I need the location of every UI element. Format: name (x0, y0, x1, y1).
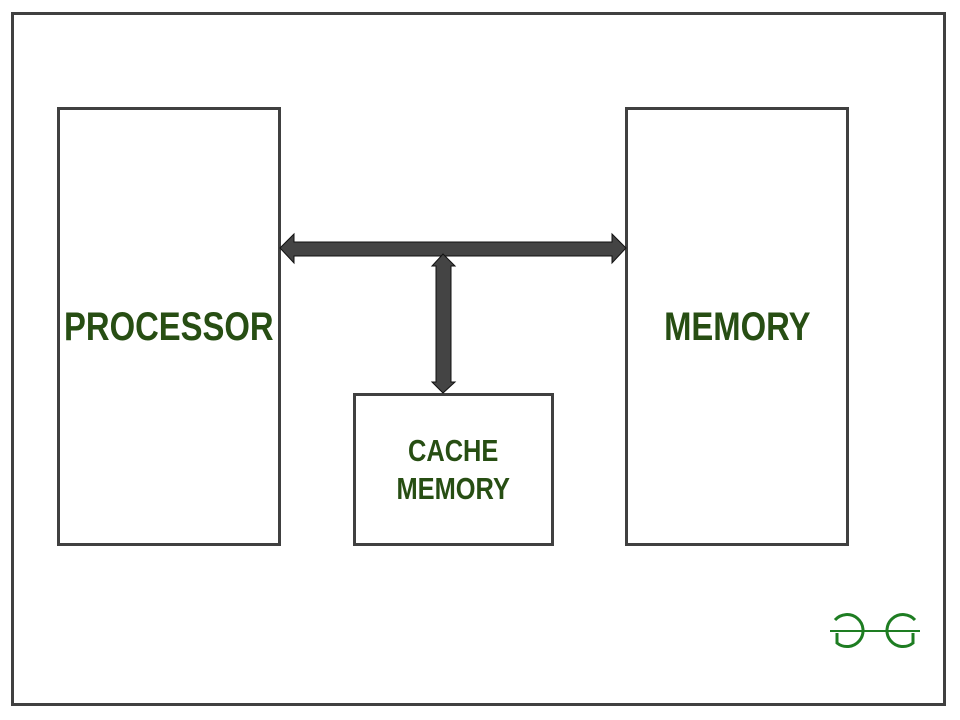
cache-memory-box: CACHE MEMORY (353, 393, 554, 546)
memory-label: MEMORY (663, 304, 811, 349)
processor-box: PROCESSOR (57, 107, 281, 546)
cache-label-line1: CACHE (408, 433, 499, 469)
cache-label-line2: MEMORY (396, 470, 511, 506)
logo-icon (830, 613, 920, 649)
processor-label: PROCESSOR (64, 304, 274, 349)
cache-memory-label: CACHE MEMORY (397, 432, 510, 506)
diagram-frame (11, 12, 946, 706)
memory-box: MEMORY (625, 107, 849, 546)
cache-arrow (430, 253, 457, 394)
bus-arrow (279, 232, 627, 265)
